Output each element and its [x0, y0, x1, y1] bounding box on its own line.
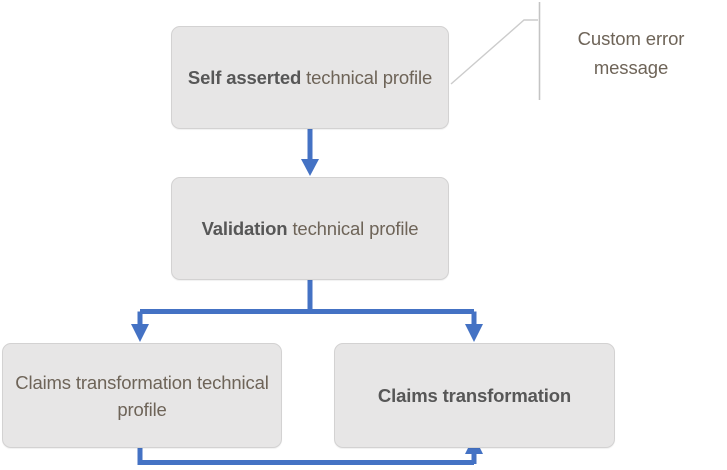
node-claims-transformation[interactable]: Claims transformation: [334, 343, 615, 448]
node-claims-transformation-technical-profile[interactable]: Claims transformation technical profile: [2, 343, 282, 448]
callout-custom-error-message: Custom error message: [556, 24, 706, 82]
connector-self-asserted-to-validation: [301, 129, 319, 176]
connector-validation-branch: [131, 280, 483, 342]
callout-leader-line: [450, 2, 541, 100]
node-self-asserted-technical-profile[interactable]: Self asserted technical profile: [171, 26, 449, 129]
node-label: Claims transformation: [366, 382, 583, 409]
node-label-bold: Claims transformation: [377, 385, 572, 406]
node-label-bold: Self asserted: [187, 67, 302, 88]
node-label-plain: technical profile: [301, 67, 433, 88]
node-validation-technical-profile[interactable]: Validation technical profile: [171, 177, 449, 280]
node-label-plain: Claims transformation technical profile: [15, 371, 269, 420]
node-label-bold: Validation: [201, 218, 288, 239]
node-label: Validation technical profile: [190, 215, 431, 242]
node-label: Claims transformation technical profile: [3, 369, 281, 423]
callout-line-2: message: [593, 57, 669, 78]
callout-line-1: Custom error: [577, 28, 685, 49]
node-label: Self asserted technical profile: [176, 64, 444, 91]
node-label-plain: technical profile: [287, 218, 419, 239]
